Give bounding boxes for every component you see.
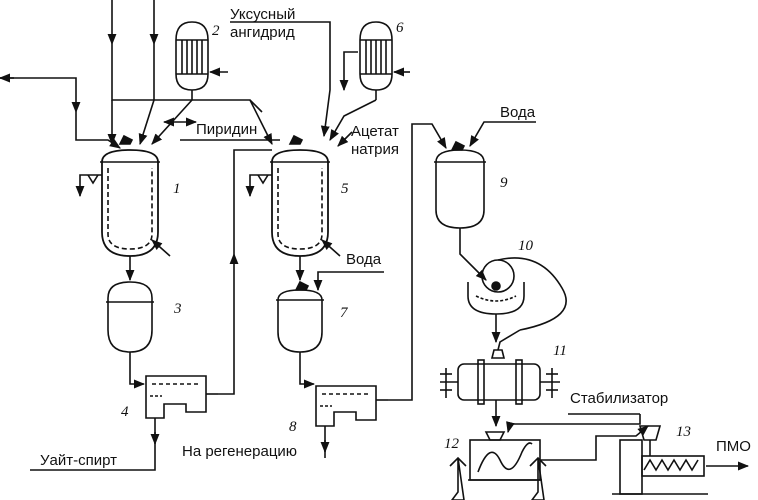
reactor-1 [100, 134, 160, 282]
vessel-8 [315, 385, 388, 427]
number-6: 6 [396, 20, 404, 36]
vessel-9 [434, 140, 486, 244]
number-9: 9 [500, 175, 508, 191]
mixer-12 [449, 431, 547, 500]
number-10: 10 [518, 238, 533, 254]
label-white-spirit: Уайт-спирт [40, 452, 117, 469]
number-8: 8 [289, 419, 297, 435]
number-12: 12 [444, 436, 459, 452]
drum-filter-10 [467, 257, 567, 344]
number-4: 4 [121, 404, 129, 420]
number-1: 1 [173, 181, 181, 197]
number-3: 3 [174, 301, 182, 317]
dryer-11 [440, 349, 560, 428]
label-water-top: Вода [500, 104, 536, 121]
number-2: 2 [212, 23, 220, 39]
number-5: 5 [341, 181, 349, 197]
extruder-13 [612, 425, 708, 495]
number-7: 7 [340, 305, 348, 321]
label-acetic-anhydride-1: Уксусный [230, 6, 296, 23]
reactor-5 [270, 134, 330, 282]
number-13: 13 [676, 424, 691, 440]
label-water-mid: Вода [346, 251, 382, 268]
filter-7 [276, 280, 324, 366]
label-pmo: ПМО [716, 438, 751, 455]
condenser-6 [359, 21, 410, 100]
vessel-4 [145, 375, 218, 419]
label-sodium-acetate-1: Ацетат [351, 123, 399, 140]
label-stabilizer: Стабилизатор [570, 390, 669, 407]
filter-3 [106, 281, 154, 366]
label-pyridine: Пиридин [196, 121, 258, 138]
label-acetic-anhydride-2: ангидрид [230, 24, 295, 41]
condenser-2 [175, 21, 228, 100]
label-sodium-acetate-2: натрия [351, 141, 400, 158]
label-to-regeneration: На регенерацию [182, 443, 298, 460]
number-11: 11 [553, 343, 567, 359]
